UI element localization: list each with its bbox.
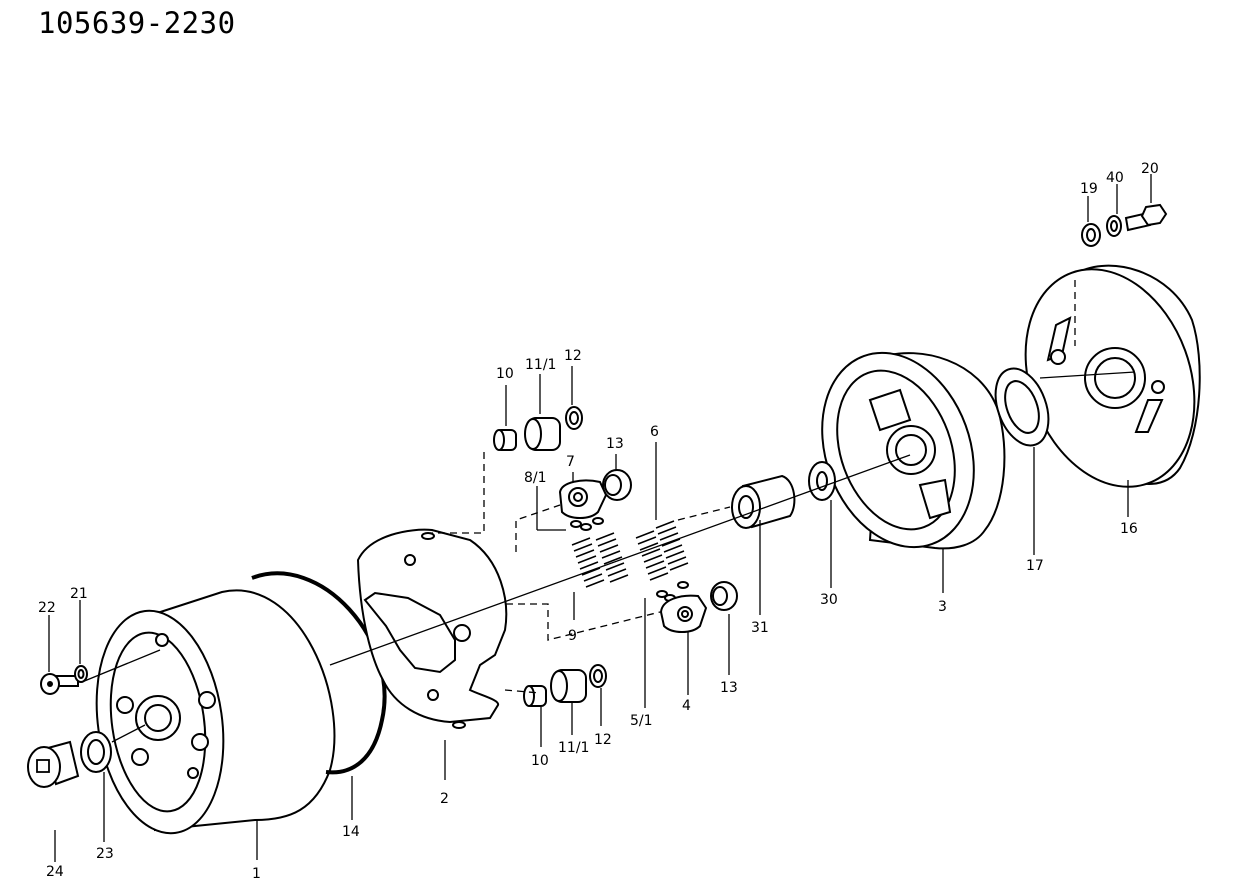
- part-3-cover[interactable]: [796, 331, 1006, 568]
- part-10-bottom[interactable]: [523, 685, 547, 707]
- callout-10-bottom: 10: [531, 753, 549, 769]
- callout-13-top: 13: [606, 436, 624, 452]
- callout-8-1: 8/1: [524, 470, 547, 486]
- callout-6: 6: [650, 424, 659, 440]
- part-22-screw[interactable]: [40, 673, 79, 695]
- callout-leaders: [48, 174, 1152, 862]
- part-6-springs[interactable]: [635, 520, 689, 581]
- callout-19: 19: [1080, 181, 1098, 197]
- callout-2: 2: [440, 791, 449, 807]
- callout-13-bottom: 13: [720, 680, 738, 696]
- part-14-snap-ring[interactable]: [251, 571, 387, 775]
- part-10-top[interactable]: [493, 429, 517, 451]
- callout-12-top: 12: [564, 348, 582, 364]
- part-13-bottom[interactable]: [710, 581, 738, 611]
- callout-22: 22: [38, 600, 56, 616]
- callout-5-1: 5/1: [630, 713, 653, 729]
- callout-12-bottom: 12: [594, 732, 612, 748]
- callout-11-1-top: 11/1: [525, 357, 556, 373]
- part-8-1-shim[interactable]: [570, 517, 604, 531]
- callout-9: 9: [568, 628, 577, 644]
- part-19-lock-washer[interactable]: [1081, 223, 1101, 247]
- part-40-washer[interactable]: [1106, 215, 1122, 237]
- part-31-bushing[interactable]: [731, 474, 796, 529]
- callout-16: 16: [1120, 521, 1138, 537]
- part-16-end-plate[interactable]: [997, 245, 1224, 510]
- part-23-seal-ring[interactable]: [80, 731, 112, 773]
- part-1-housing[interactable]: [83, 589, 336, 841]
- part-17-bearing[interactable]: [986, 361, 1058, 453]
- callout-11-1-bottom: 11/1: [558, 740, 589, 756]
- part-20-bolt[interactable]: [1124, 203, 1168, 232]
- callout-3: 3: [938, 599, 947, 615]
- part-30-washer[interactable]: [808, 461, 836, 501]
- callout-30: 30: [820, 592, 838, 608]
- part-9-springs[interactable]: [571, 532, 629, 588]
- callouts: 1 2 3 4 5/1 6 7 8/1 9 10 10 11/1 11/1 12…: [38, 161, 1159, 882]
- callout-14: 14: [342, 824, 360, 840]
- callout-10-top: 10: [496, 366, 514, 382]
- callout-21: 21: [70, 586, 88, 602]
- part-2-carrier[interactable]: [356, 528, 508, 729]
- part-7-weight[interactable]: [558, 479, 608, 519]
- callout-1: 1: [252, 866, 261, 882]
- part-24-plug[interactable]: [27, 740, 80, 788]
- callout-24: 24: [46, 864, 64, 880]
- callout-31: 31: [751, 620, 769, 636]
- part-21-washer[interactable]: [74, 665, 88, 683]
- part-4-weight[interactable]: [659, 594, 708, 633]
- part-11-1-top[interactable]: [524, 417, 561, 451]
- part-11-1-bottom[interactable]: [550, 669, 587, 703]
- callout-40: 40: [1106, 170, 1124, 186]
- callout-20: 20: [1141, 161, 1159, 177]
- callout-7: 7: [566, 454, 575, 470]
- callout-4: 4: [682, 698, 691, 714]
- callout-23: 23: [96, 846, 114, 862]
- part-13-top[interactable]: [602, 469, 632, 501]
- drawing-number: 105639-2230: [38, 6, 236, 40]
- part-12-bottom[interactable]: [589, 664, 607, 688]
- part-12-top[interactable]: [565, 406, 583, 430]
- callout-17: 17: [1026, 558, 1044, 574]
- assembly-lines: [81, 280, 1136, 743]
